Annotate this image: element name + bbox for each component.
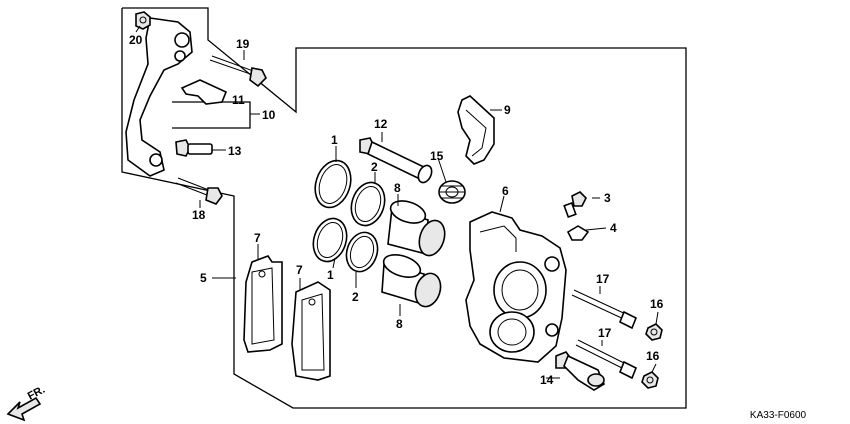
leader-lines xyxy=(135,25,659,379)
pad-pin-17-upper xyxy=(571,289,638,330)
callout-20: 20 xyxy=(129,33,143,47)
pad-retainer-9 xyxy=(457,95,495,165)
callout-14: 14 xyxy=(540,373,554,387)
pin-bolt-14 xyxy=(555,351,606,391)
callout-1: 1 xyxy=(327,268,334,282)
dust-seal-upper xyxy=(350,181,386,227)
bolt-13 xyxy=(175,139,213,157)
nut-20 xyxy=(135,11,151,30)
piston-upper xyxy=(387,200,446,257)
callout-3: 3 xyxy=(604,191,611,205)
callout-1: 1 xyxy=(331,133,338,147)
bolt-18 xyxy=(175,177,223,205)
piston-seal-lower xyxy=(312,217,348,263)
bolt-19 xyxy=(209,55,267,88)
callout-17: 17 xyxy=(598,326,612,340)
pad-spring-11 xyxy=(180,79,228,105)
bleeder-screw-3 xyxy=(563,191,587,219)
callout-2: 2 xyxy=(371,160,378,174)
dust-seal-lower xyxy=(345,231,379,273)
callout-6: 6 xyxy=(502,184,509,198)
piston-lower xyxy=(381,254,442,308)
callout-17: 17 xyxy=(596,272,610,286)
callout-2: 2 xyxy=(352,290,359,304)
callout-8: 8 xyxy=(394,181,401,195)
pin-plug-16-lower xyxy=(641,371,659,389)
callout-18: 18 xyxy=(192,208,206,222)
bleeder-cap-4 xyxy=(566,225,590,241)
callout-8: 8 xyxy=(396,317,403,331)
brake-pad-inner xyxy=(291,281,331,381)
callout-9: 9 xyxy=(504,103,511,117)
pin-plug-16-upper xyxy=(645,323,663,341)
callout-4: 4 xyxy=(610,221,617,235)
piston-seal-upper xyxy=(314,159,352,209)
callout-5: 5 xyxy=(200,271,207,285)
callout-10: 10 xyxy=(262,108,276,122)
diagram-code: KA33-F0600 xyxy=(750,410,807,421)
callout-19: 19 xyxy=(236,37,250,51)
brake-pad-outer xyxy=(243,255,283,353)
callout-15: 15 xyxy=(430,149,444,163)
slide-pin-12 xyxy=(359,137,433,184)
callout-16: 16 xyxy=(646,349,660,363)
caliper-body xyxy=(465,211,567,363)
pad-pin-17-lower xyxy=(575,339,638,380)
callout-7: 7 xyxy=(296,263,303,277)
caliper-bracket xyxy=(125,17,193,177)
callout-12: 12 xyxy=(374,117,388,131)
callout-16: 16 xyxy=(650,297,664,311)
callout-13: 13 xyxy=(228,144,242,158)
callout-11: 11 xyxy=(232,93,245,107)
callout-7: 7 xyxy=(254,231,261,245)
front-direction-arrow xyxy=(6,396,42,422)
boot-15 xyxy=(438,180,466,204)
front-marker-label: FR. xyxy=(26,384,47,403)
